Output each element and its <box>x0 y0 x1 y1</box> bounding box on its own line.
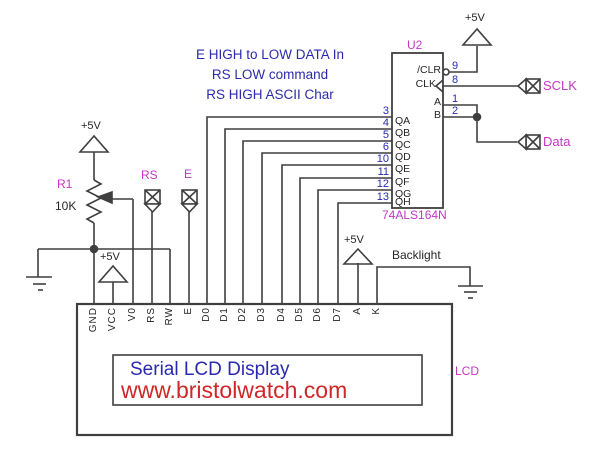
power-triangle-icon <box>342 247 374 265</box>
power-triangle-icon <box>78 134 110 153</box>
lcd-pin-label: V0 <box>127 307 138 322</box>
lcd-pin-label: D1 <box>219 307 230 322</box>
pin-number: 6 <box>382 141 389 153</box>
power-5v-label: +5V <box>81 120 101 132</box>
power-5v-label: +5V <box>100 251 120 263</box>
pin-name: QG <box>395 188 412 200</box>
resistor-value-label: 10K <box>55 199 77 213</box>
power-5v-symbols <box>78 27 493 283</box>
lcd-pin-label: VCC <box>107 307 118 332</box>
pin-number: 11 <box>377 166 389 178</box>
lcd-title-text: Serial LCD Display <box>130 359 290 380</box>
pin-number: 5 <box>382 129 389 141</box>
lcd-pin-label: D5 <box>294 307 305 322</box>
ground-symbol-icon <box>458 285 483 299</box>
lcd-pin-label: D4 <box>276 307 287 322</box>
pin-name: QD <box>395 151 411 163</box>
pin-name: QH <box>395 196 411 208</box>
chip-body-74als164n <box>391 52 444 209</box>
connector-label-e: E <box>184 167 193 181</box>
lcd-pin-label: D2 <box>237 307 248 322</box>
power-triangle-icon <box>97 264 129 283</box>
resistor-ref-label: R1 <box>57 177 73 191</box>
annotation-line: E HIGH to LOW DATA In <box>195 47 345 62</box>
power-triangle-icon <box>461 27 493 46</box>
pin-name: QA <box>395 115 411 127</box>
clock-edge-icon <box>434 79 444 93</box>
lcd-screen-area <box>112 354 423 406</box>
ground-rail <box>26 244 171 304</box>
lcd-pin-label: GND <box>88 307 99 333</box>
annotation-line: RS LOW command <box>211 67 329 82</box>
backlight-label: Backlight <box>392 248 441 262</box>
pin-name: QF <box>395 176 410 188</box>
pin-name: /CLR <box>417 64 441 76</box>
wiper-arrow-icon <box>95 190 113 205</box>
connector-label-sclk: SCLK <box>543 78 577 93</box>
pin-name: QE <box>395 163 411 175</box>
pin-name: A <box>433 96 441 108</box>
pin-number: 1 <box>452 93 459 105</box>
ground-symbol-icon <box>26 276 52 291</box>
connector-label-data: Data <box>543 134 571 149</box>
annotation-block: E HIGH to LOW DATA In RS LOW command RS … <box>175 45 365 105</box>
chip-part-label: 74ALS164N <box>382 208 447 222</box>
connector-symbol-data <box>516 133 541 151</box>
inverter-bubble-icon <box>442 68 450 76</box>
pin-number: 4 <box>382 117 389 129</box>
lcd-url-text: www.bristolwatch.com <box>121 377 348 403</box>
pin-name: CLK <box>415 78 436 90</box>
pin-number: 3 <box>382 105 389 117</box>
pin-number: 12 <box>376 178 389 190</box>
connector-symbol-rs <box>143 189 162 214</box>
lcd-pin-label: D0 <box>201 307 212 322</box>
connector-symbol-e <box>180 189 199 214</box>
lcd-pin-label: D7 <box>332 307 343 322</box>
pin-number: 10 <box>376 153 389 165</box>
lcd-pin-label: A <box>352 307 363 315</box>
lcd-pin-label: K <box>371 307 382 315</box>
pin-number: 13 <box>376 191 389 203</box>
resistor-zigzag-icon <box>85 179 103 224</box>
potentiometer-r1 <box>85 152 134 304</box>
backlight-wire <box>376 266 483 304</box>
pin-number: 9 <box>452 60 459 72</box>
serial-input-wires <box>443 104 517 143</box>
pin-name: QC <box>395 139 411 151</box>
junction-dot <box>89 244 99 254</box>
connector-symbol-sclk <box>516 77 541 95</box>
lcd-pin-label: D3 <box>256 307 267 322</box>
pin-number: 8 <box>452 74 459 86</box>
lcd-pin-label: RS <box>146 307 157 323</box>
power-5v-label: +5V <box>344 234 364 246</box>
annotation-line: RS HIGH ASCII Char <box>206 87 334 102</box>
data-bus-wires <box>206 116 392 304</box>
lcd-pin-label: D6 <box>312 307 323 322</box>
pin-name: B <box>433 109 441 121</box>
junction-dot <box>472 112 482 122</box>
lcd-pin-label: RW <box>164 307 175 326</box>
pin-number: 2 <box>452 105 459 117</box>
clk-wire <box>434 79 518 93</box>
pin-name: QB <box>395 127 411 139</box>
lcd-ref-label: LCD <box>455 364 480 378</box>
chip-ref-label: U2 <box>407 38 423 52</box>
clr-wire <box>442 46 478 76</box>
power-5v-label: +5V <box>465 12 485 24</box>
connector-label-rs: RS <box>141 168 158 182</box>
lcd-pin-label: E <box>183 307 194 315</box>
